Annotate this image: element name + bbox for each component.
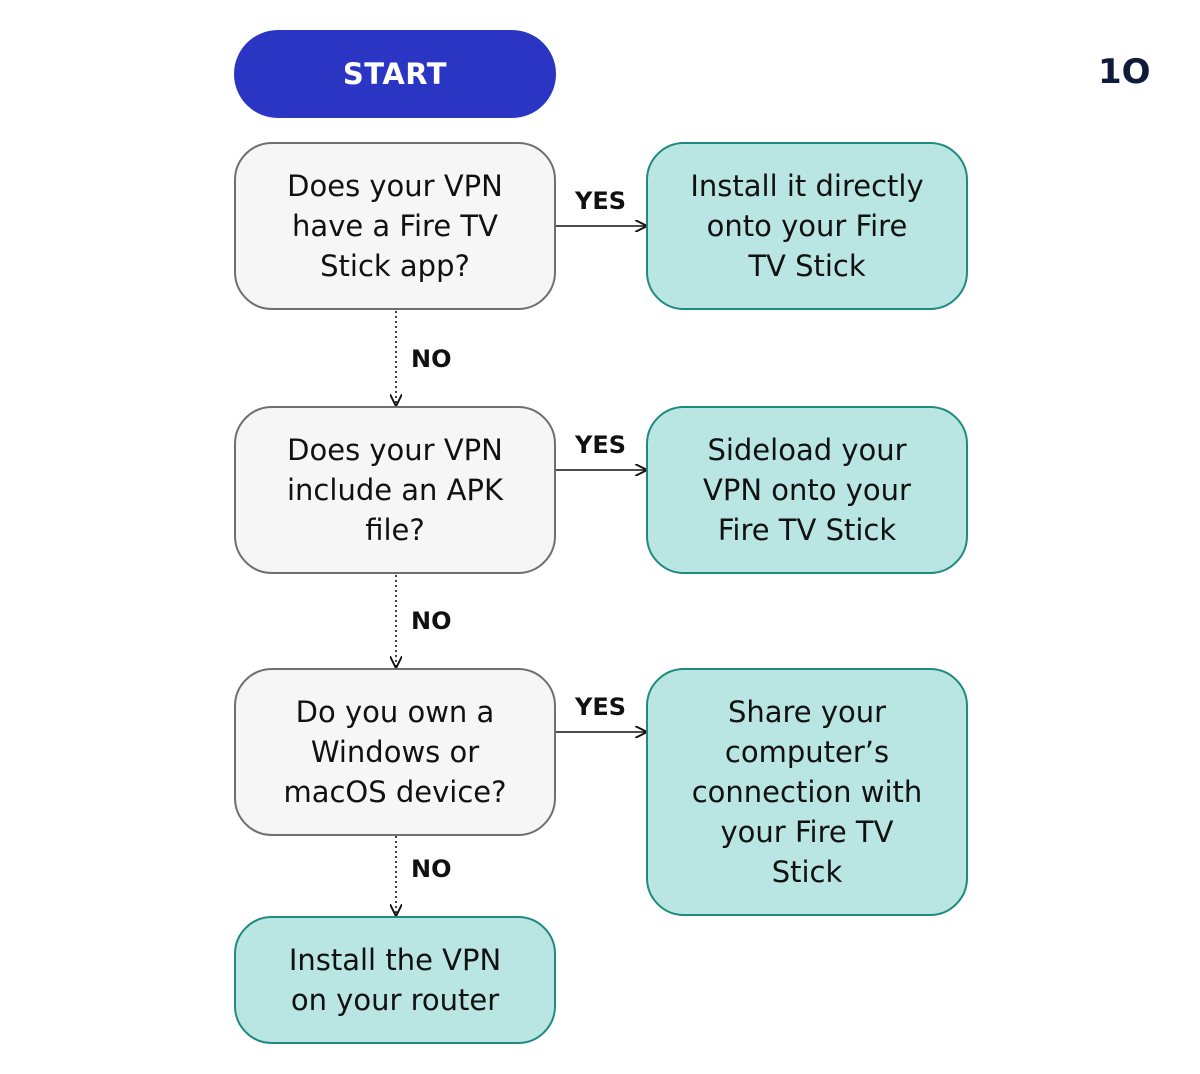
result-install-router: Install the VPN on your router: [234, 916, 556, 1044]
result-install-directly: Install it directly onto your Fire TV St…: [646, 142, 968, 310]
start-node: START: [234, 30, 556, 118]
no-label-3: NO: [411, 855, 452, 883]
no-label-2: NO: [411, 607, 452, 635]
result-share-connection: Share your computer’s connection with yo…: [646, 668, 968, 916]
brand-logo: 1O: [1098, 54, 1151, 90]
yes-label-1: YES: [575, 187, 627, 215]
yes-label-2: YES: [575, 431, 627, 459]
result-sideload: Sideload your VPN onto your Fire TV Stic…: [646, 406, 968, 574]
logo-text: 1O: [1098, 52, 1151, 92]
question-fire-tv-app: Does your VPN have a Fire TV Stick app?: [234, 142, 556, 310]
yes-label-3: YES: [575, 693, 627, 721]
no-label-1: NO: [411, 345, 452, 373]
question-windows-macos: Do you own a Windows or macOS device?: [234, 668, 556, 836]
question-apk-file: Does your VPN include an APK file?: [234, 406, 556, 574]
